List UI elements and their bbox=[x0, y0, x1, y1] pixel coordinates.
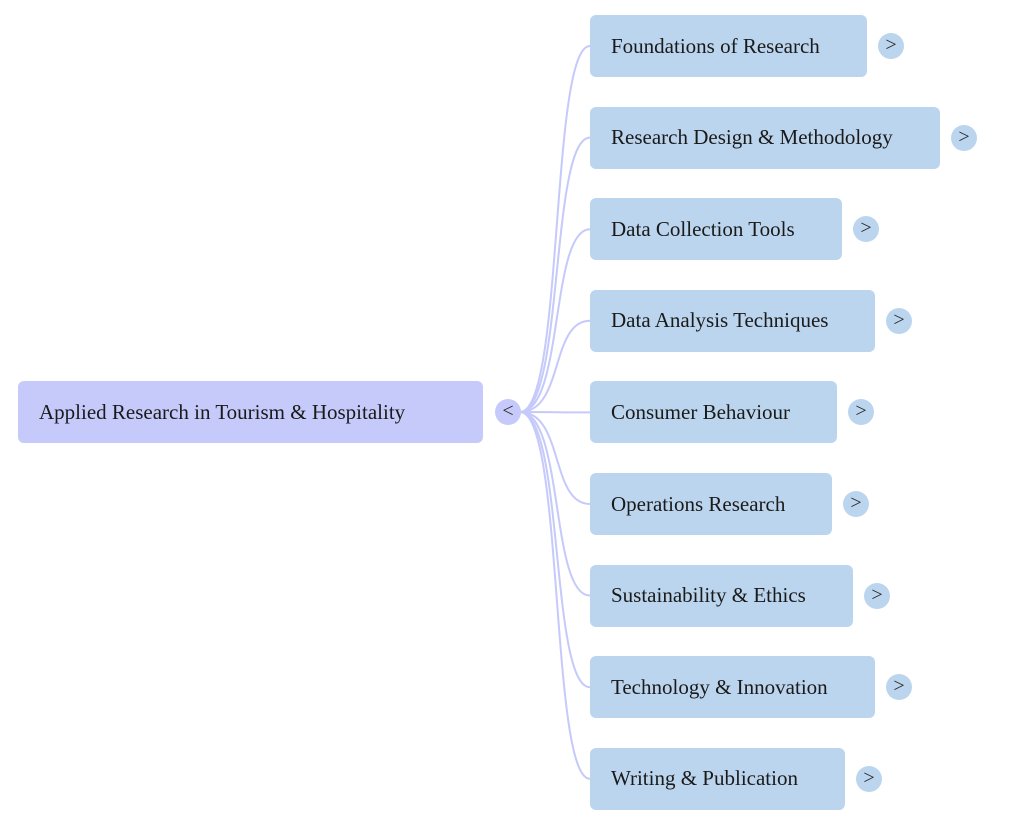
child-node[interactable]: Data Analysis Techniques bbox=[590, 289, 876, 352]
child-node-label: Writing & Publication bbox=[611, 766, 798, 791]
expand-toggle-icon[interactable]: > bbox=[878, 33, 904, 59]
child-node[interactable]: Consumer Behaviour bbox=[590, 381, 838, 444]
root-node-label: Applied Research in Tourism & Hospitalit… bbox=[39, 399, 406, 424]
child-node-label: Data Collection Tools bbox=[611, 216, 795, 241]
child-node[interactable]: Research Design & Methodology bbox=[590, 106, 940, 169]
child-node-label: Foundations of Research bbox=[611, 33, 820, 58]
child-node-label: Data Analysis Techniques bbox=[611, 308, 829, 333]
child-node[interactable]: Data Collection Tools bbox=[590, 198, 842, 261]
expand-toggle-icon[interactable]: > bbox=[951, 124, 977, 151]
expand-toggle-icon[interactable]: > bbox=[856, 765, 882, 792]
expand-toggle-icon[interactable]: > bbox=[848, 399, 874, 426]
child-node-label: Technology & Innovation bbox=[611, 674, 828, 699]
child-node-label: Sustainability & Ethics bbox=[611, 583, 806, 608]
connector-curve bbox=[519, 411, 591, 780]
expand-toggle-icon[interactable]: > bbox=[886, 307, 912, 334]
root-node[interactable]: Applied Research in Tourism & Hospitalit… bbox=[18, 381, 483, 443]
expand-toggle-icon[interactable]: > bbox=[843, 491, 869, 517]
connector-curve bbox=[519, 45, 591, 413]
child-node[interactable]: Sustainability & Ethics bbox=[590, 564, 853, 627]
child-node-label: Operations Research bbox=[611, 491, 786, 516]
collapse-toggle-icon[interactable]: < bbox=[495, 399, 521, 425]
child-node[interactable]: Operations Research bbox=[590, 473, 833, 535]
expand-toggle-icon[interactable]: > bbox=[853, 216, 879, 243]
connector-curve bbox=[519, 228, 591, 413]
child-node-label: Research Design & Methodology bbox=[611, 125, 893, 150]
child-node[interactable]: Foundations of Research bbox=[590, 15, 867, 77]
connector-curve bbox=[519, 136, 591, 413]
expand-toggle-icon[interactable]: > bbox=[864, 582, 890, 609]
child-node[interactable]: Technology & Innovation bbox=[590, 656, 875, 719]
connector-curve bbox=[519, 319, 591, 413]
child-node[interactable]: Writing & Publication bbox=[590, 747, 845, 810]
child-node-label: Consumer Behaviour bbox=[611, 399, 791, 424]
connector-curve bbox=[519, 411, 591, 505]
expand-toggle-icon[interactable]: > bbox=[886, 674, 912, 701]
connector-curve bbox=[519, 411, 591, 597]
connector-curve bbox=[519, 411, 591, 689]
